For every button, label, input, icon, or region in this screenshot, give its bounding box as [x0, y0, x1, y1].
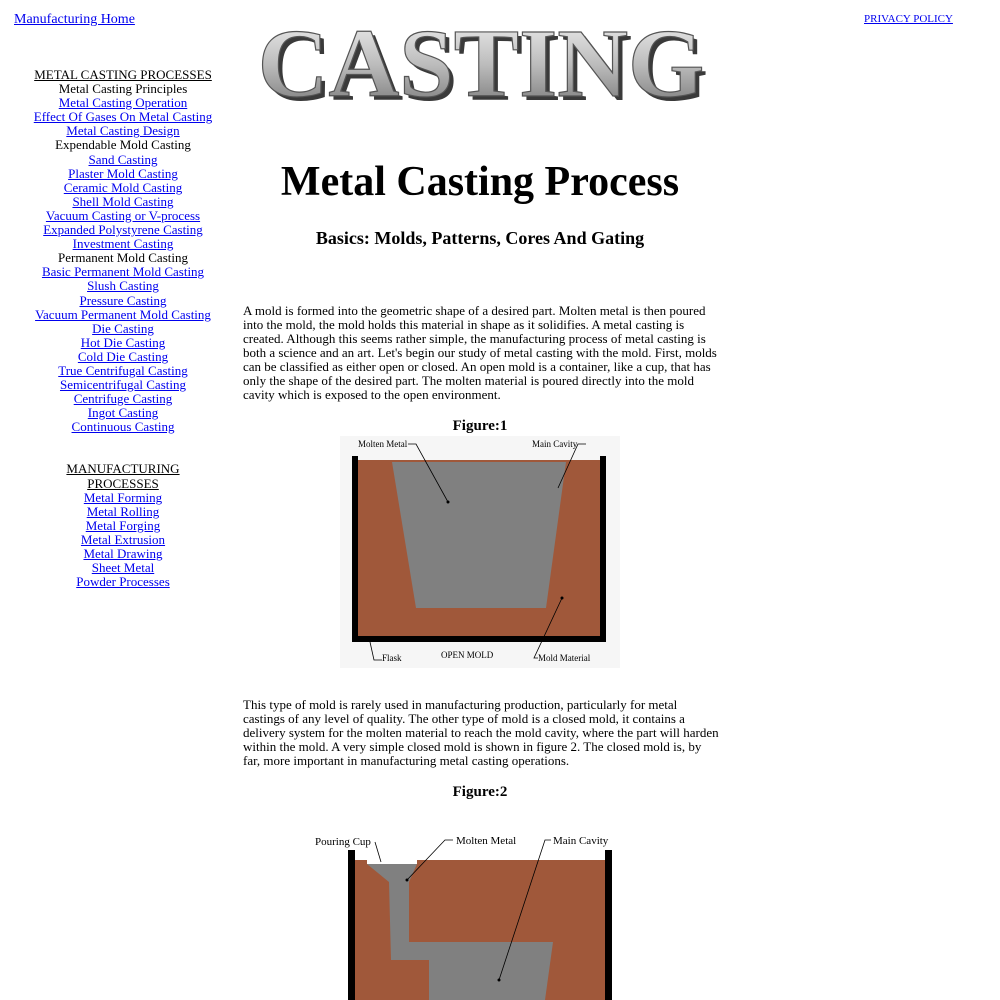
label-flask: Flask — [382, 653, 402, 663]
sidebar-item-manufacturing-0[interactable]: Metal Forming — [83, 489, 163, 505]
closed-mold-paragraph: This type of mold is rarely used in manu… — [243, 697, 719, 768]
sidebar-section-manufacturing[interactable]: MANUFACTURING PROCESSES — [66, 461, 180, 491]
sidebar-item-casting-13[interactable]: Basic Permanent Mold Casting — [41, 264, 205, 280]
label-mold-material: Mold Material — [538, 653, 591, 663]
sidebar-nav: METAL CASTING PROCESSES Metal Casting Pr… — [30, 67, 216, 590]
sidebar-item-casting-5[interactable]: Sand Casting — [88, 151, 158, 167]
figure-2-caption: Figure:2 — [452, 784, 508, 800]
sidebar-item-casting-21[interactable]: Semicentrifugal Casting — [59, 377, 186, 393]
sidebar-item-casting-6[interactable]: Plaster Mold Casting — [68, 165, 178, 181]
sidebar-item-manufacturing-4[interactable]: Metal Drawing — [83, 546, 163, 561]
molten-metal-shape — [367, 864, 553, 1000]
label-open-mold: OPEN MOLD — [441, 650, 494, 660]
sidebar-item-casting-4: Expendable Mold Casting — [55, 137, 191, 153]
label-main-cavity: Main Cavity — [553, 835, 609, 847]
manufacturing-home-link[interactable]: Manufacturing Home — [14, 12, 135, 27]
figure-1-caption: Figure:1 — [452, 418, 508, 434]
closed-mold-figure: Pouring Cup Molten Metal Main Cavity — [305, 830, 625, 1000]
sidebar-item-casting-20[interactable]: True Centrifugal Casting — [58, 362, 188, 378]
sidebar-item-manufacturing-3[interactable]: Metal Extrusion — [80, 531, 166, 547]
sidebar-item-casting-17[interactable]: Die Casting — [92, 320, 154, 336]
flask-right-wall — [605, 850, 612, 1000]
page-subtitle: Basics: Molds, Patterns, Cores And Gatin… — [315, 228, 645, 248]
sidebar-item-casting-23[interactable]: Ingot Casting — [87, 405, 159, 421]
label-main-cavity: Main Cavity — [532, 439, 578, 449]
sidebar-item-manufacturing-5[interactable]: Sheet Metal — [91, 560, 155, 576]
sidebar-item-casting-18[interactable]: Hot Die Casting — [80, 334, 166, 350]
sidebar-item-casting-2[interactable]: Effect Of Gases On Metal Casting — [33, 109, 213, 125]
casting-logo: CASTING CASTING — [257, 9, 709, 108]
sidebar-item-casting-19[interactable]: Cold Die Casting — [77, 348, 169, 364]
label-molten-metal: Molten Metal — [456, 835, 516, 847]
sidebar-item-casting-12: Permanent Mold Casting — [58, 250, 188, 266]
sidebar-item-manufacturing-2[interactable]: Metal Forging — [85, 517, 161, 533]
svg-text:CASTING: CASTING — [262, 14, 709, 108]
sidebar-item-manufacturing-6[interactable]: Powder Processes — [76, 574, 170, 590]
sidebar-item-casting-1[interactable]: Metal Casting Operation — [58, 95, 188, 111]
sidebar-item-casting-11[interactable]: Investment Casting — [72, 236, 174, 252]
sidebar-item-casting-9[interactable]: Vacuum Casting or V-process — [45, 207, 201, 223]
sidebar-item-casting-22[interactable]: Centrifuge Casting — [73, 391, 173, 407]
sidebar-section-casting[interactable]: METAL CASTING PROCESSES — [34, 67, 212, 82]
sidebar-item-casting-16[interactable]: Vacuum Permanent Mold Casting — [35, 306, 211, 322]
label-molten-metal: Molten Metal — [358, 439, 408, 449]
intro-paragraph: A mold is formed into the geometric shap… — [243, 303, 717, 402]
flask-left-wall — [348, 850, 355, 1000]
sidebar-item-casting-14[interactable]: Slush Casting — [87, 278, 159, 294]
logo-text: CASTING — [258, 10, 705, 108]
sidebar-item-casting-0: Metal Casting Principles — [58, 81, 188, 97]
sidebar-item-casting-24[interactable]: Continuous Casting — [71, 419, 175, 435]
sidebar-item-casting-7[interactable]: Ceramic Mold Casting — [63, 179, 183, 195]
molten-metal-shape — [392, 462, 566, 608]
sidebar-item-casting-3[interactable]: Metal Casting Design — [66, 123, 180, 139]
privacy-policy-link[interactable]: PRIVACY POLICY — [864, 13, 953, 25]
label-pouring-cup: Pouring Cup — [315, 836, 371, 848]
sidebar-item-casting-15[interactable]: Pressure Casting — [79, 292, 167, 308]
sidebar-item-manufacturing-1[interactable]: Metal Rolling — [86, 503, 160, 519]
flask-shape — [352, 636, 606, 642]
page-title: Metal Casting Process — [280, 159, 680, 205]
sidebar-item-casting-8[interactable]: Shell Mold Casting — [72, 193, 174, 209]
open-mold-figure: Molten Metal Main Cavity Flask OPEN MOLD… — [340, 436, 620, 668]
sidebar-item-casting-10[interactable]: Expanded Polystyrene Casting — [43, 222, 203, 238]
